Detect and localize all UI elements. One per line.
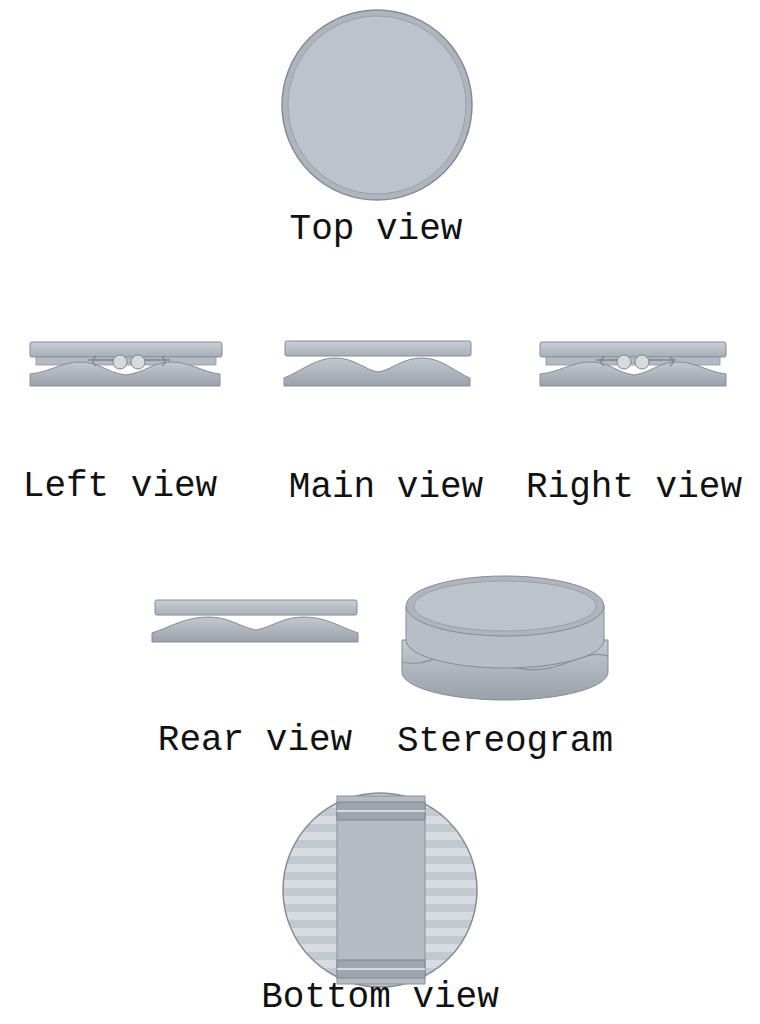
grip-stripes-part [280, 944, 340, 952]
grip-stripes-part [420, 960, 480, 968]
bottom-view-figure-part [337, 796, 425, 984]
grip-stripes-part [420, 928, 480, 936]
bottom-view-figure-part [337, 810, 425, 812]
bottom-view-figure-part [337, 960, 425, 978]
right-view-figure [540, 342, 726, 386]
grip-stripes-part [420, 816, 480, 824]
top-view-figure-part [282, 10, 472, 200]
left-view-figure-part [30, 342, 222, 357]
grip-stripes-part [280, 832, 340, 840]
rear-view-figure-part [152, 617, 358, 642]
grip-stripes-part [280, 912, 340, 920]
stereogram-figure-part [414, 581, 596, 631]
view-caption: Right view [526, 467, 742, 508]
view-caption: Rear view [158, 720, 352, 761]
grip-stripes-part [420, 864, 480, 872]
bottom-view-figure-part [283, 793, 477, 987]
right-view-figure-part [540, 342, 726, 357]
grip-stripes-part [280, 928, 340, 936]
bottom-view-figure-part [337, 968, 425, 970]
view-caption: Left view [23, 466, 217, 507]
grip-stripes-part [280, 848, 340, 856]
view-caption: Stereogram [397, 721, 613, 762]
left-view-figure-part [93, 356, 165, 366]
right-view-figure-part [601, 356, 673, 366]
grip-stripes-part [420, 944, 480, 952]
grip-stripes-part [280, 800, 340, 808]
right-view-figure-part [635, 355, 649, 369]
main-view-figure-part [284, 358, 470, 386]
grip-stripes-part [420, 896, 480, 904]
top-view-figure-part [288, 16, 466, 194]
bottom-view-figure-part [337, 802, 425, 820]
stereogram-figure [402, 576, 608, 700]
grip-stripes-part [280, 880, 340, 888]
main-view-figure [284, 341, 471, 386]
bottom-view-figure [280, 793, 480, 987]
right-view-figure-part [617, 355, 631, 369]
grip-stripes-part [280, 864, 340, 872]
rear-view-figure [152, 600, 358, 642]
grip-stripes-part [280, 896, 340, 904]
right-view-figure-part [546, 357, 720, 365]
rear-view-figure-part [155, 600, 357, 615]
stereogram-figure-part [406, 576, 604, 636]
view-caption: Main view [289, 467, 483, 508]
grip-stripes-part [420, 832, 480, 840]
view-caption: Bottom view [261, 977, 499, 1018]
left-view-figure-part [131, 355, 145, 369]
grip-stripes-part [420, 912, 480, 920]
grip-stripes-part [280, 816, 340, 824]
right-view-figure-part [540, 362, 726, 386]
left-view-figure [30, 342, 222, 386]
top-view-figure [282, 10, 472, 200]
left-view-figure-part [88, 359, 170, 361]
left-view-figure-part [113, 355, 127, 369]
grip-stripes-part [280, 960, 340, 968]
grip-stripes-part [420, 848, 480, 856]
grip-stripes-part [420, 880, 480, 888]
view-caption: Top view [290, 209, 463, 250]
grip-stripes-part [420, 800, 480, 808]
main-view-figure-part [285, 341, 471, 356]
